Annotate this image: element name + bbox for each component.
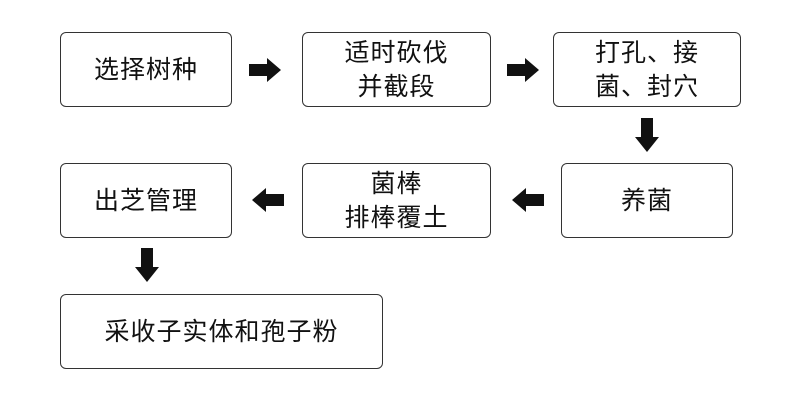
node-drill-inoculate-seal-line-2: 菌、封穴 bbox=[594, 71, 699, 101]
node-cut-and-section: 适时砍伐 并截段 bbox=[302, 32, 491, 107]
node-manage-fruiting: 出芝管理 bbox=[60, 163, 232, 238]
node-arrange-and-cover: 菌棒 排棒覆土 bbox=[302, 163, 491, 238]
node-cut-and-section-line-1: 适时砍伐 bbox=[344, 37, 449, 67]
node-drill-inoculate-seal: 打孔、接 菌、封穴 bbox=[553, 32, 741, 107]
node-manage-fruiting-line-1: 出芝管理 bbox=[93, 185, 198, 215]
node-harvest-line-1: 采收子实体和孢子粉 bbox=[104, 316, 339, 346]
node-cultivate-fungus: 养菌 bbox=[561, 163, 733, 238]
arrow-left-1 bbox=[512, 188, 544, 212]
node-cultivate-fungus-line-1: 养菌 bbox=[620, 185, 673, 215]
node-select-species: 选择树种 bbox=[60, 32, 232, 107]
arrow-down-2 bbox=[135, 248, 159, 282]
node-arrange-and-cover-line-1: 菌棒 bbox=[370, 168, 423, 198]
arrow-right-2 bbox=[507, 58, 539, 82]
node-cut-and-section-line-2: 并截段 bbox=[357, 71, 436, 101]
node-select-species-line-1: 选择树种 bbox=[93, 54, 198, 84]
arrow-right-1 bbox=[249, 58, 281, 82]
node-arrange-and-cover-line-2: 排棒覆土 bbox=[344, 202, 449, 232]
node-drill-inoculate-seal-line-1: 打孔、接 bbox=[594, 37, 699, 67]
node-harvest: 采收子实体和孢子粉 bbox=[60, 294, 383, 369]
arrow-down-1 bbox=[635, 118, 659, 152]
arrow-left-2 bbox=[252, 188, 284, 212]
